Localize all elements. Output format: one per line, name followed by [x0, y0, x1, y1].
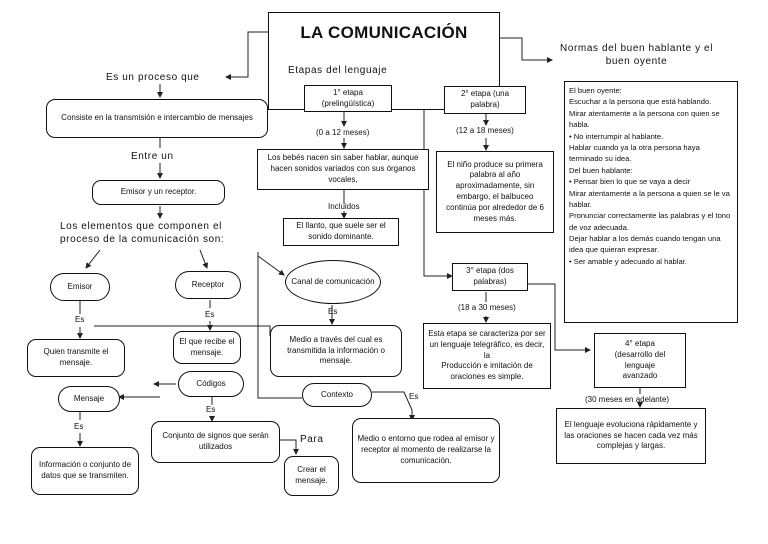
included-label: Incluidos — [328, 202, 360, 211]
label-process: Es un proceso que — [106, 72, 200, 83]
stage2-box: 2° etapa (una palabra) — [444, 86, 526, 114]
codigos-node: Códigos — [178, 371, 244, 397]
norms-line: • No interrumpir al hablante. — [569, 131, 664, 141]
norms-line: Mirar atentamente a la persona con quien… — [569, 108, 720, 130]
norms-label: Normas del buen hablante y el buen oyent… — [560, 43, 714, 67]
receptor-definition: El que recibe el mensaje. — [173, 331, 241, 364]
contexto-node: Contexto — [302, 383, 372, 407]
stage3-age: (18 a 30 meses) — [458, 303, 516, 312]
emisor-node: Emisor — [50, 273, 110, 301]
consist-box: Consiste en la transmisión e intercambio… — [46, 99, 268, 138]
label-elements: Los elementos que componen el proceso de… — [60, 221, 225, 245]
canal-definition: Medio a través del cual es transmitida l… — [270, 325, 402, 377]
stage4-age: (30 meses en adelante) — [585, 395, 670, 404]
stage4-box: 4° etapa (desarrollo del lenguaje avanza… — [594, 333, 686, 388]
mensaje-definition: Información o conjunto de datos que se t… — [31, 447, 139, 495]
stage1-description: Los bebés nacen sin saber hablar, aunque… — [257, 149, 429, 190]
norms-line: • Ser amable y adecuado al hablar. — [569, 256, 687, 266]
canal-node: Canal de comunicación — [285, 260, 381, 304]
norms-line: Mirar atentamente a la persona a quien s… — [569, 188, 730, 209]
stage1-box: 1° etapa (prelingüística) — [304, 85, 392, 112]
emisor-es: Es — [75, 315, 85, 324]
norms-line: Escuchar a la persona que está hablando. — [569, 97, 712, 107]
receptor-node: Receptor — [175, 271, 241, 299]
norms-line: Hablar cuando ya la otra persona haya te… — [569, 142, 700, 164]
label-between: Entre un — [131, 151, 174, 162]
contexto-es: Es — [409, 392, 419, 401]
stage2-age: (12 a 18 meses) — [456, 126, 514, 135]
stage3-description: Esta etapa se caracteriza por ser un len… — [423, 323, 551, 389]
canal-es: Es — [328, 307, 338, 316]
norms-line: Pronunciar correctamente las palabras y … — [569, 211, 731, 232]
stage1-age: (0 a 12 meses) — [316, 128, 370, 137]
emisor-definition: Quien transmite el mensaje. — [27, 339, 125, 377]
mensaje-es: Es — [74, 422, 84, 431]
norms-line: • Pensar bien lo que se vaya a decir — [569, 177, 691, 187]
stages-label: Etapas del lenguaje — [288, 65, 388, 76]
codigos-definition: Conjunto de signos que serán utilizados — [151, 421, 280, 463]
mensaje-node: Mensaje — [58, 386, 120, 412]
stage2-description: El niño produce su primera palabra al añ… — [436, 151, 554, 233]
receptor-es: Es — [205, 310, 215, 319]
stage4-description: El lenguaje evoluciona rápidamente y las… — [556, 408, 706, 464]
norms-list: El buen oyente: Escuchar a la persona qu… — [564, 81, 738, 323]
norms-line: Del buen hablante: — [569, 165, 633, 175]
stage3-box: 3° etapa (dos palabras) — [452, 263, 528, 291]
stage1-extra: El llanto, que suele ser el sonido domin… — [283, 218, 399, 246]
page-title: LA COMUNICACIÓN — [300, 23, 468, 42]
sender-receiver-box: Emisor y un receptor. — [92, 180, 225, 205]
contexto-definition: Medio o entorno que rodea al emisor y re… — [352, 418, 500, 483]
crear-box: Crear el mensaje. — [284, 456, 339, 496]
codigos-es: Es — [206, 405, 216, 414]
norms-line: El buen oyente: — [569, 86, 622, 95]
norms-line: Dejar hablar a los demás cuando tengan u… — [569, 234, 721, 255]
para-label: Para — [300, 434, 324, 445]
